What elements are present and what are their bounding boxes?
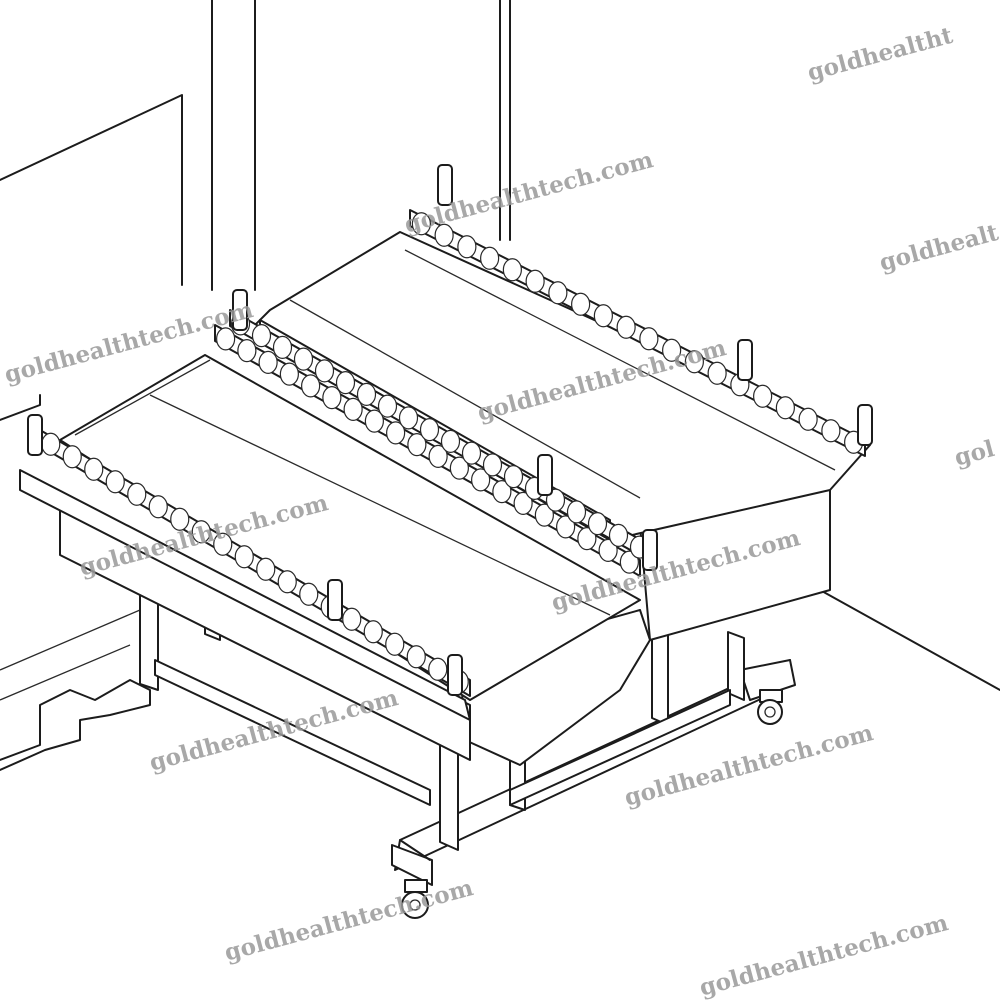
roller: [364, 409, 384, 433]
corner-posts: [27, 164, 873, 696]
roller: [301, 374, 321, 398]
roller: [293, 347, 314, 371]
room-background: [0, 0, 1000, 771]
roller: [279, 362, 299, 386]
roller: [335, 371, 356, 395]
roller: [662, 338, 682, 362]
roller: [587, 512, 608, 536]
roller: [191, 520, 211, 544]
roller: [775, 396, 795, 420]
post: [537, 454, 553, 496]
roller: [503, 465, 524, 489]
roller: [251, 324, 272, 348]
roller: [556, 515, 576, 539]
roller: [385, 632, 405, 656]
tray-left: [19, 354, 651, 766]
post: [447, 654, 463, 696]
roller: [411, 212, 431, 236]
roller: [566, 500, 587, 524]
roller: [457, 235, 477, 259]
post: [437, 164, 453, 206]
roller: [342, 607, 362, 631]
roller: [322, 386, 342, 410]
roller: [707, 361, 727, 385]
roller: [256, 557, 276, 581]
roller: [684, 350, 704, 374]
roller: [406, 645, 426, 669]
roller: [577, 527, 597, 551]
roller: [480, 246, 500, 270]
roller: [534, 503, 554, 527]
roller: [821, 419, 841, 443]
roller: [272, 335, 293, 359]
roller: [608, 523, 629, 547]
roller: [619, 550, 639, 574]
roller: [377, 394, 398, 418]
roller: [363, 620, 383, 644]
roller: [598, 538, 618, 562]
roller: [548, 281, 568, 305]
roller: [299, 582, 319, 606]
post: [27, 414, 43, 456]
roller: [428, 444, 448, 468]
roller: [407, 433, 427, 457]
roller: [237, 339, 257, 363]
roller-rails: [39, 209, 866, 697]
roller: [277, 570, 297, 594]
roller: [471, 468, 491, 492]
roller: [434, 223, 454, 247]
roller: [127, 482, 147, 506]
roller: [314, 359, 335, 383]
post: [327, 579, 343, 621]
roller: [41, 432, 61, 456]
roller: [753, 384, 773, 408]
roller: [525, 269, 545, 293]
roller: [216, 327, 236, 351]
roller: [616, 315, 636, 339]
roller: [356, 382, 377, 406]
roller: [449, 456, 469, 480]
roller: [62, 445, 82, 469]
roller: [593, 304, 613, 328]
roller: [84, 457, 104, 481]
roller: [502, 258, 522, 282]
rail: [39, 429, 471, 697]
roller: [343, 397, 363, 421]
roller: [492, 480, 512, 504]
roller: [482, 453, 503, 477]
rail: [214, 324, 641, 577]
roller: [148, 495, 168, 519]
roller: [571, 292, 591, 316]
roller: [461, 441, 482, 465]
roller: [386, 421, 406, 445]
roller: [170, 507, 190, 531]
roller: [213, 532, 233, 556]
roller: [398, 406, 419, 430]
caster-wheels: [401, 689, 783, 919]
roller: [798, 407, 818, 431]
roller: [428, 657, 448, 681]
post: [232, 289, 248, 331]
roller: [105, 470, 125, 494]
post: [642, 529, 658, 571]
post: [857, 404, 873, 446]
post: [737, 339, 753, 381]
roller: [234, 545, 254, 569]
roller: [513, 491, 533, 515]
roller: [419, 418, 440, 442]
roller: [639, 327, 659, 351]
roller: [440, 429, 461, 453]
roller: [258, 350, 278, 374]
rail: [409, 209, 866, 457]
